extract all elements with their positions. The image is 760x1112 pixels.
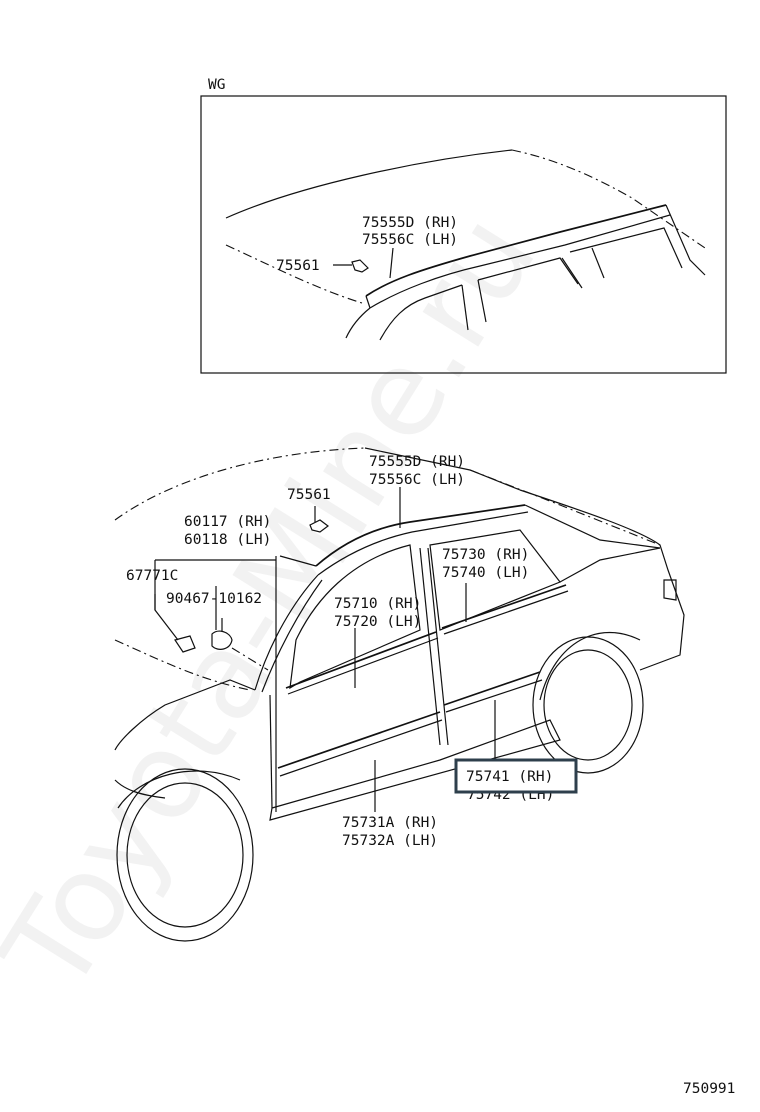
label-pillar-lh: 60118 (LH) <box>184 532 271 548</box>
leader-lines <box>154 487 496 812</box>
watermark-text: Toyota-Mine.ru <box>0 191 564 1016</box>
label-rear-side-rh: 75741 (RH) <box>466 769 553 785</box>
inset-roof-drawing <box>225 149 706 341</box>
label-front-side-rh: 75731A (RH) <box>342 815 438 831</box>
label-rear-belt-rh: 75730 (RH) <box>442 547 529 563</box>
inset-label-roof-rh: 75555D (RH) <box>362 215 458 231</box>
highlight-box <box>454 758 578 794</box>
label-roof-molding-lh: 75556C (LH) <box>369 472 465 488</box>
label-pillar-rh: 60117 (RH) <box>184 514 271 530</box>
inset-title: WG <box>208 77 225 93</box>
inset-label-roof-lh: 75556C (LH) <box>362 232 458 248</box>
label-front-side-lh: 75732A (LH) <box>342 833 438 849</box>
inset-label-clip: 75561 <box>276 258 320 274</box>
label-clip: 75561 <box>287 487 331 503</box>
label-front-belt-lh: 75720 (LH) <box>334 614 421 630</box>
label-front-belt-rh: 75710 (RH) <box>334 596 421 612</box>
inset-frame <box>200 95 727 374</box>
label-clip-a: 67771C <box>126 568 178 584</box>
car-side-drawing <box>114 447 685 942</box>
label-rear-belt-lh: 75740 (LH) <box>442 565 529 581</box>
inset-panel: WG 75555D (RH) 75556C <box>200 77 727 374</box>
label-roof-molding-rh: 75555D (RH) <box>369 454 465 470</box>
diagram-code: 750991 <box>683 1081 735 1097</box>
main-labels: 75555D (RH) 75556C (LH) 75561 60117 (RH)… <box>126 454 578 849</box>
label-screw: 90467-10162 <box>166 591 262 607</box>
